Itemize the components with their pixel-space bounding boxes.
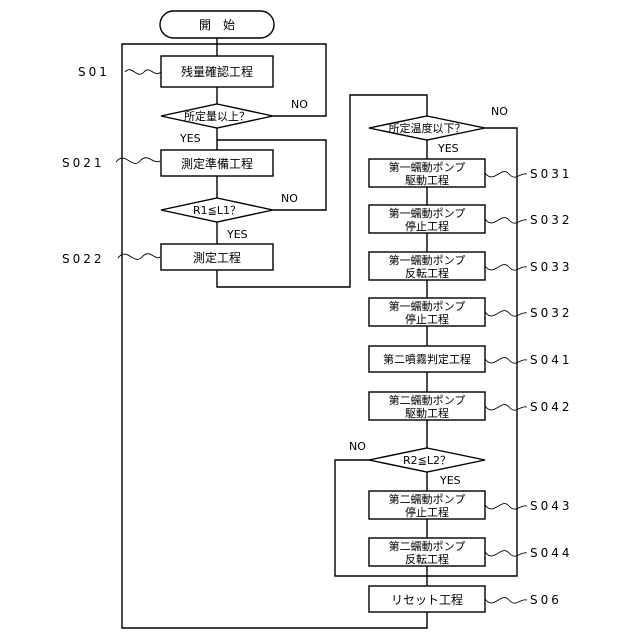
process-pump1-stop-a-label-1: 第一蠕動ポンプ: [389, 206, 466, 220]
start-label: 開 始: [199, 18, 235, 32]
decision-temperature-check-label: 所定温度以下？: [389, 121, 466, 135]
branch-label-yes-temperature: YES: [437, 142, 459, 155]
process-pump2-drive-label-2: 駆動工程: [405, 406, 449, 420]
decision-residual-check-label: 所定量以上？: [184, 109, 250, 123]
process-pump1-stop-a-label-2: 停止工程: [405, 219, 449, 233]
process-pump2-reverse-label-1: 第二蠕動ポンプ: [389, 539, 466, 553]
branch-label-no-temperature: NO: [491, 105, 508, 118]
process-pump1-reverse-label-1: 第一蠕動ポンプ: [389, 253, 466, 267]
branch-label-yes-r1: YES: [226, 228, 248, 241]
step-label-s022: S022: [62, 252, 105, 266]
process-spray-judge-label: 第二噴霧判定工程: [383, 352, 471, 366]
process-pump2-stop-label-1: 第二蠕動ポンプ: [389, 492, 466, 506]
step-label-s041: S041: [530, 353, 573, 367]
step-label-s021: S021: [62, 156, 105, 170]
step-label-s042: S042: [530, 400, 573, 414]
process-pump1-drive-label-1: 第一蠕動ポンプ: [389, 160, 466, 174]
step-label-s043: S043: [530, 499, 573, 513]
process-measure-prep-label: 測定準備工程: [181, 156, 253, 171]
step-label-s044: S044: [530, 546, 573, 560]
process-pump2-stop-label-2: 停止工程: [405, 505, 449, 519]
decision-r1-l1-label: R1≦L1？: [193, 204, 241, 217]
branch-label-no-r2: NO: [349, 440, 366, 453]
process-measure-label: 測定工程: [193, 250, 241, 265]
process-pump1-stop-b-label-1: 第一蠕動ポンプ: [389, 299, 466, 313]
step-label-s032-a: S032: [530, 213, 573, 227]
step-label-s031: S031: [530, 167, 573, 181]
branch-label-no-r1: NO: [281, 192, 298, 205]
step-label-s032-b: S032: [530, 306, 573, 320]
branch-label-no-residual: NO: [291, 98, 308, 111]
branch-label-yes-r2: YES: [439, 474, 461, 487]
process-pump2-reverse-label-2: 反転工程: [405, 553, 449, 566]
process-reset-label: リセット工程: [391, 592, 463, 607]
step-label-s033: S033: [530, 260, 573, 274]
decision-r2-l2-label: R2≦L2？: [403, 454, 451, 467]
process-pump1-drive-label-2: 駆動工程: [405, 173, 449, 187]
branch-label-yes-residual: YES: [179, 132, 201, 145]
process-pump2-drive-label-1: 第二蠕動ポンプ: [389, 393, 466, 407]
process-pump1-reverse-label-2: 反転工程: [405, 267, 449, 280]
process-pump1-stop-b-label-2: 停止工程: [405, 312, 449, 326]
step-label-s06: S06: [530, 593, 562, 607]
step-label-s01: S01: [78, 65, 110, 79]
process-residual-confirm-label: 残量確認工程: [181, 64, 253, 79]
